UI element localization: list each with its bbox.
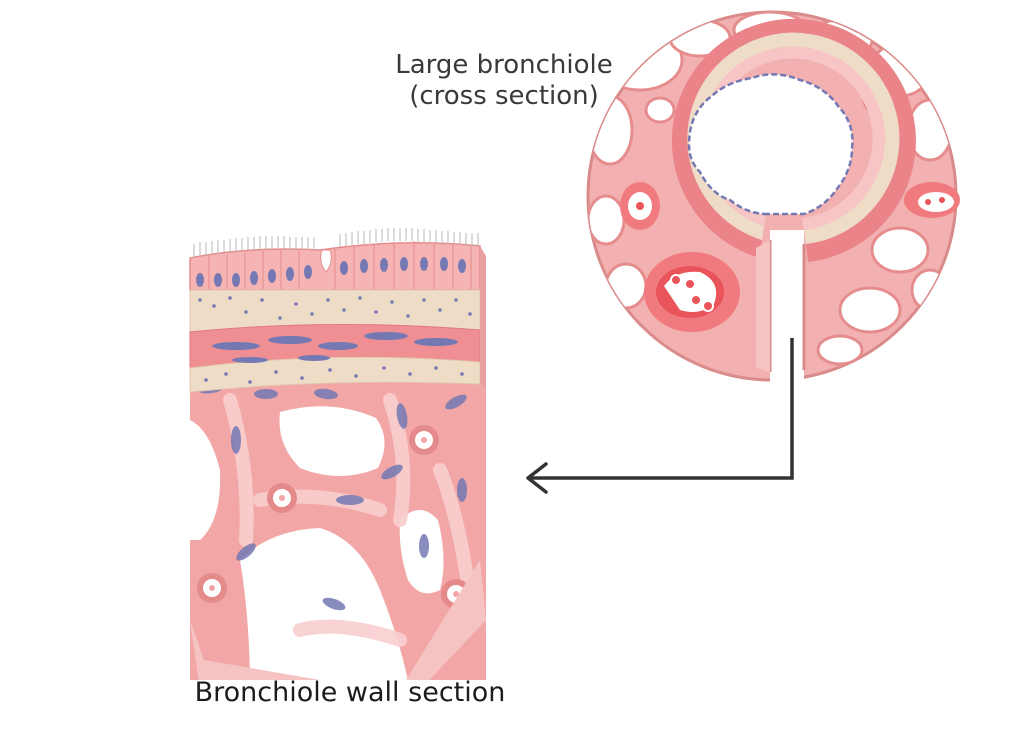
epithelial-nuclei xyxy=(196,257,466,287)
alveolar-spaces xyxy=(190,406,444,680)
wall-section xyxy=(189,228,486,680)
connective-nuclei xyxy=(198,296,472,384)
wall-section-label: Bronchiole wall section xyxy=(194,677,506,708)
cross-section-label-line1: Large bronchiole xyxy=(395,50,613,80)
arrow-left-icon xyxy=(526,338,794,494)
cilia xyxy=(193,228,479,258)
cross-section-label: Large bronchiole (cross section) xyxy=(360,50,648,112)
bronchiole-lumen xyxy=(687,73,854,216)
muscle-nuclei xyxy=(212,332,458,363)
capillaries xyxy=(197,425,471,609)
blood-vessels-cross xyxy=(620,182,960,332)
tissue-nuclei xyxy=(198,382,467,611)
cross-section-label-line2: (cross section) xyxy=(409,81,599,111)
